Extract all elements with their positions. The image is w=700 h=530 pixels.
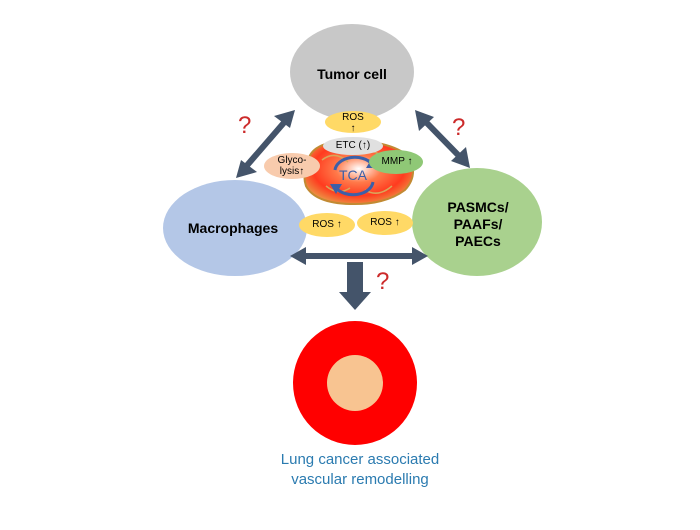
pasmc-label-line3: PAECs [455, 233, 501, 249]
glycolysis-label: Glyco- lysis↑ [266, 155, 318, 177]
ros-right-label: ROS ↑ [370, 217, 400, 228]
ros-right-bubble [357, 211, 413, 235]
tca-label: TCA [339, 167, 367, 183]
pasmc-label-line1: PASMCs/ [447, 199, 509, 215]
glycolysis-label-line2: lysis↑ [279, 166, 305, 177]
glycolysis-label-line1: Glyco- [277, 155, 307, 166]
pasmc-label-line2: PAAFs/ [453, 216, 503, 232]
caption-line2: vascular remodelling [291, 471, 429, 488]
tca-cycle-arrowhead-bottom [330, 184, 342, 194]
pasmc-label: PASMCs/ PAAFs/ PAECs [428, 199, 528, 250]
caption-line1: Lung cancer associated [280, 451, 440, 468]
macrophages-label: Macrophages [187, 220, 279, 236]
tumor-cell-label: Tumor cell [317, 66, 387, 82]
ros-top-label-line1: ROS [342, 112, 364, 123]
caption: Lung cancer associated vascular remodell… [230, 450, 490, 490]
arrow-macrophages-pasmc [290, 247, 428, 265]
ros-top-bubble [325, 111, 381, 133]
arrow-down-to-vessel [339, 262, 371, 310]
arrow-tumor-macrophages [236, 110, 295, 178]
ros-top-label-line2: ↑ [350, 123, 356, 134]
tca-cycle-arrow-bottom [334, 181, 375, 197]
etc-bubble [323, 137, 383, 155]
mmp-bubble [369, 150, 423, 174]
ros-left-label: ROS ↑ [312, 219, 342, 230]
macrophages-shape [163, 180, 307, 276]
tumor-cell-shape [290, 24, 414, 120]
arrow-tumor-pasmc [415, 110, 470, 168]
pasmc-shape [412, 168, 542, 276]
question-bottom: ? [376, 268, 390, 295]
ros-top-label: ROS ↑ [330, 112, 376, 134]
mmp-label: MMP ↑ [381, 156, 413, 167]
question-left: ? [238, 112, 252, 139]
vessel-lumen [327, 355, 383, 411]
tca-cycle-arrow-top [333, 155, 374, 171]
etc-label: ETC (↑) [335, 140, 371, 151]
ros-left-bubble [299, 213, 355, 237]
glycolysis-bubble [264, 153, 320, 179]
question-right: ? [452, 114, 466, 141]
